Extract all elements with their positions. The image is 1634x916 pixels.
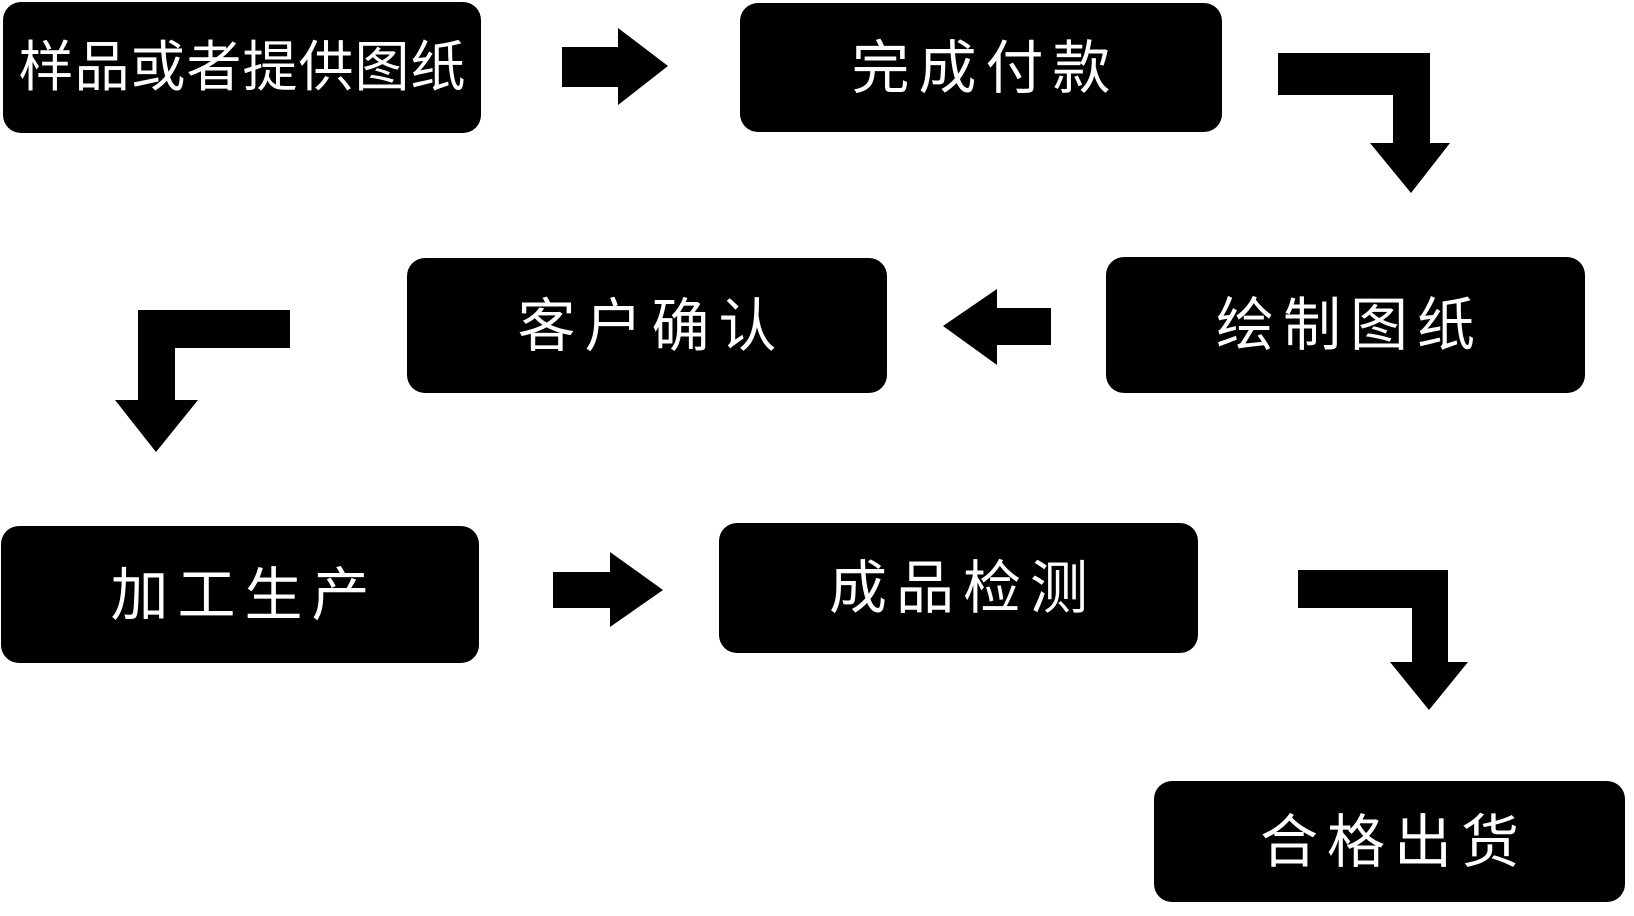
flow-node-customer-confirm: 客户确认: [407, 258, 887, 393]
arrow-elbow-down-icon: [1278, 53, 1450, 193]
flow-node-processing: 加工生产: [1, 526, 479, 663]
arrow-right-icon: [553, 552, 663, 627]
flow-node-complete-payment: 完成付款: [740, 3, 1222, 132]
flow-node-label: 客户确认: [517, 291, 786, 360]
flow-node-product-inspect: 成品检测: [719, 523, 1198, 653]
flow-node-qualified-ship: 合格出货: [1154, 781, 1625, 902]
arrow-left-icon: [943, 289, 1051, 365]
flow-node-label: 完成付款: [851, 33, 1120, 102]
flow-node-label: 加工生产: [110, 560, 379, 629]
flow-node-label: 合格出货: [1259, 807, 1528, 876]
flow-node-draw-drawings: 绘制图纸: [1106, 257, 1585, 393]
flow-node-label: 成品检测: [828, 554, 1097, 622]
arrow-right-icon: [562, 28, 668, 105]
flow-node-label: 样品或者提供图纸: [18, 35, 467, 99]
arrow-elbow-down-icon: [115, 310, 290, 452]
flow-node-label: 绘制图纸: [1215, 291, 1484, 359]
arrow-elbow-down-icon: [1298, 570, 1468, 710]
flow-node-sample-or-drawing: 样品或者提供图纸: [3, 2, 481, 133]
